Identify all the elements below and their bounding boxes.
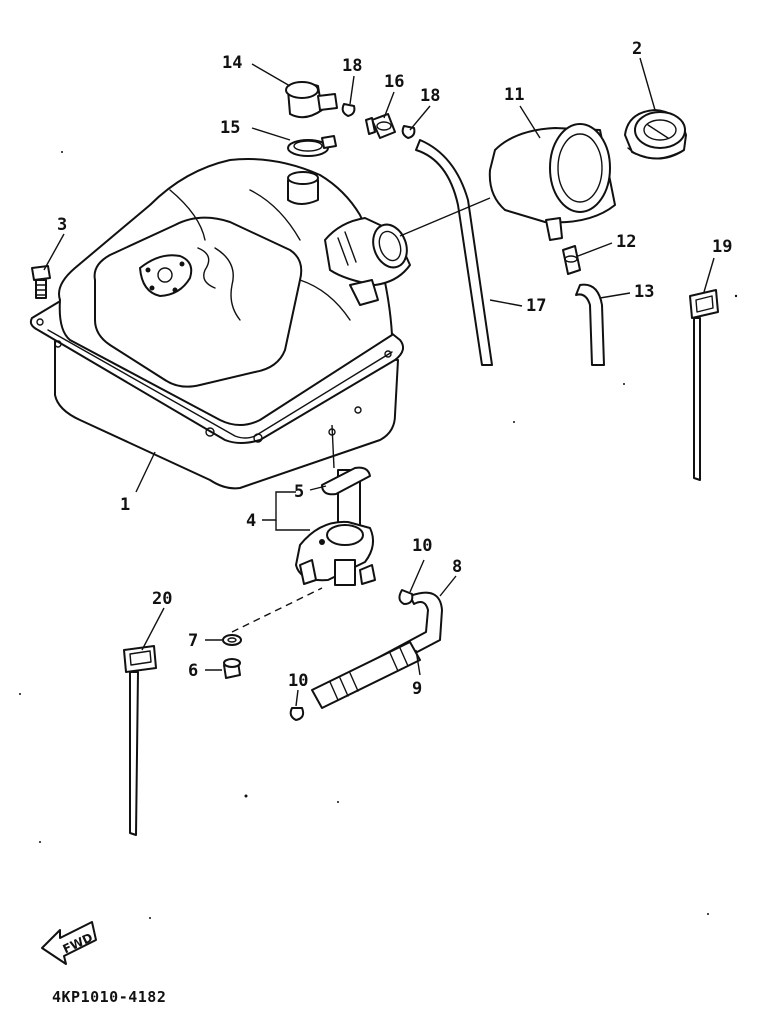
- callout-16: 16: [384, 72, 404, 92]
- callout-1: 1: [120, 495, 130, 515]
- strainer: [321, 466, 371, 496]
- cable-tie-19: [689, 289, 719, 481]
- callout-7: 7: [188, 631, 198, 651]
- hose-protector: [311, 641, 421, 709]
- hose-fitting: [562, 245, 581, 275]
- bolt: [31, 265, 51, 299]
- washer: [222, 634, 242, 646]
- callout-3: 3: [57, 215, 67, 235]
- vent-cap: [285, 81, 338, 119]
- hose-clip-lower: [289, 707, 305, 721]
- cable-tie-20: [123, 645, 157, 836]
- hose-clip-upper: [398, 589, 414, 605]
- hose-clamp: [287, 135, 337, 157]
- leader-lines: [43, 57, 715, 707]
- callout-15: 15: [220, 118, 240, 138]
- callout-2: 2: [632, 39, 642, 59]
- diagram-code: 4KP1010-4182: [52, 988, 167, 1006]
- fuel-tank: [29, 158, 411, 490]
- callout-5: 5: [294, 482, 304, 502]
- callout-4: 4: [246, 511, 256, 531]
- callout-6: 6: [188, 661, 198, 681]
- callout-8: 8: [452, 557, 462, 577]
- clip-18a: [341, 103, 356, 117]
- scan-specks: [19, 151, 738, 919]
- callout-14: 14: [222, 53, 242, 73]
- washer-dashed-line: [231, 587, 323, 633]
- callout-19: 19: [712, 237, 732, 257]
- callout-18b: 18: [420, 86, 440, 106]
- callout-9: 9: [412, 679, 422, 699]
- fuel-cock: [295, 469, 376, 586]
- fuel-cap: [624, 109, 687, 160]
- fwd-arrow-icon: FWD: [41, 921, 97, 965]
- callout-20: 20: [152, 589, 172, 609]
- callout-18a: 18: [342, 56, 362, 76]
- callout-11: 11: [504, 85, 524, 105]
- callout-labels: 1 2 3 4 5 6 7 8 9 10 10 11 12 13 14 15 1…: [57, 39, 732, 699]
- drain-hose: [575, 283, 605, 366]
- callout-17: 17: [526, 296, 546, 316]
- check-valve: [365, 113, 396, 139]
- breather-hose: [415, 139, 493, 366]
- callout-13: 13: [634, 282, 654, 302]
- filler-tube: [488, 123, 616, 241]
- callout-12: 12: [616, 232, 636, 252]
- callout-10-lower: 10: [288, 671, 308, 691]
- drain-screw: [223, 658, 241, 679]
- callout-10-upper: 10: [412, 536, 432, 556]
